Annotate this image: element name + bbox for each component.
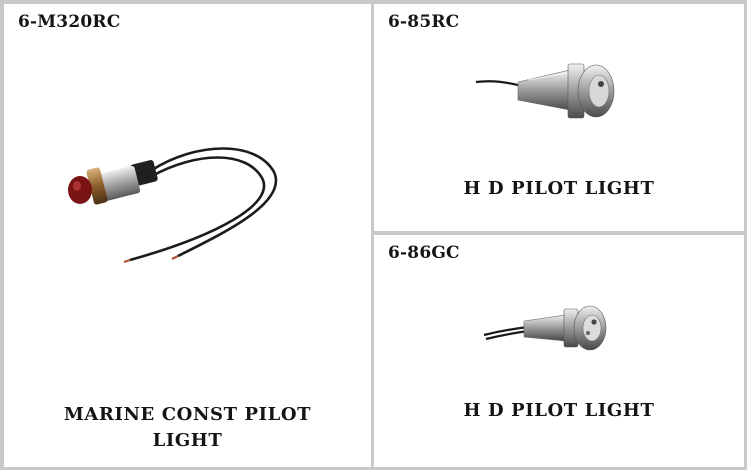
product-card-6-m320rc[interactable]: 6-M320RC xyxy=(4,4,371,467)
product-description: MARINE CONST PILOT LIGHT xyxy=(4,402,371,454)
product-code: 6-M320RC xyxy=(18,12,121,32)
pilot-light-photo xyxy=(472,56,622,126)
product-description: H D PILOT LIGHT xyxy=(374,176,744,202)
description-line: MARINE CONST PILOT xyxy=(63,404,312,425)
description-line: H D PILOT LIGHT xyxy=(463,400,655,421)
product-card-6-86gc[interactable]: 6-86GC xyxy=(374,235,744,467)
product-code: 6-86GC xyxy=(388,243,460,263)
product-description: H D PILOT LIGHT xyxy=(374,398,744,424)
description-line: H D PILOT LIGHT xyxy=(463,178,655,199)
description-line: LIGHT xyxy=(152,430,223,451)
product-code: 6-85RC xyxy=(388,12,460,32)
product-card-6-85rc[interactable]: 6-85RC xyxy=(374,4,744,231)
pilot-light-photo xyxy=(480,295,620,355)
pilot-light-with-wires-photo xyxy=(56,132,296,272)
